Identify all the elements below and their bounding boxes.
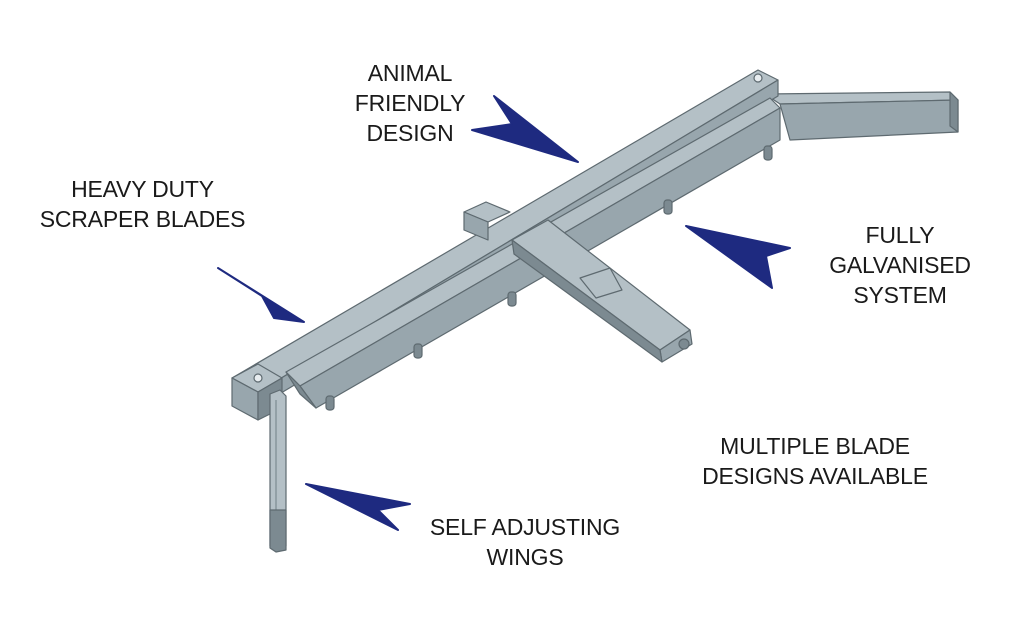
label-self-adjusting-wings: SELF ADJUSTING WINGS — [410, 512, 640, 572]
label-line: FULLY — [865, 222, 935, 248]
blade-bolts — [325, 145, 773, 411]
scraper-assembly — [231, 69, 959, 553]
label-line: MULTIPLE BLADE — [720, 433, 910, 459]
wing-rod — [269, 389, 287, 553]
label-animal-friendly-design: ANIMAL FRIENDLY DESIGN — [340, 58, 480, 148]
main-beam — [231, 69, 779, 403]
arrow-icon-animal — [471, 95, 579, 163]
label-line: HEAVY DUTY — [71, 176, 214, 202]
label-line: WINGS — [486, 544, 564, 570]
callout-arrows — [217, 95, 791, 531]
rear-bracket — [463, 201, 511, 241]
label-line: SCRAPER BLADES — [39, 206, 246, 232]
label-heavy-duty-scraper-blades: HEAVY DUTY SCRAPER BLADES — [20, 174, 265, 234]
label-fully-galvanised-system: FULLY GALVANISED SYSTEM — [810, 220, 990, 310]
label-line: ANIMAL — [367, 60, 453, 86]
label-line: DESIGNS AVAILABLE — [702, 463, 928, 489]
label-line: DESIGN — [366, 120, 454, 146]
cross-arm — [511, 219, 693, 363]
tow-arm — [764, 91, 959, 141]
arrow-icon-heavy — [217, 267, 305, 323]
label-line: GALVANISED — [829, 252, 971, 278]
arrow-icon-galvanised — [685, 225, 791, 289]
label-line: SELF ADJUSTING — [429, 514, 621, 540]
label-line: FRIENDLY — [354, 90, 466, 116]
arrow-icon-self — [305, 483, 411, 531]
label-line: SYSTEM — [853, 282, 947, 308]
label-multiple-blade-designs: MULTIPLE BLADE DESIGNS AVAILABLE — [680, 431, 950, 491]
